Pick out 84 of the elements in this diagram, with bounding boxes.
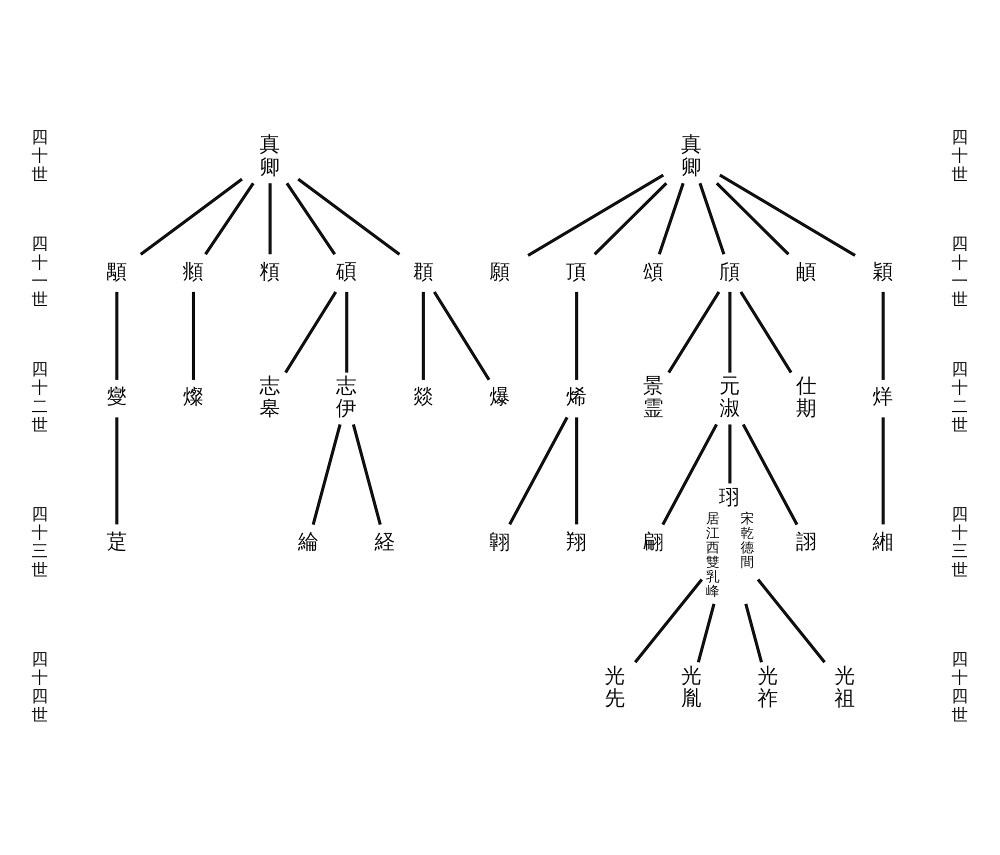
connector	[192, 292, 196, 380]
node-label: 宋乾德間	[740, 512, 754, 571]
node-text: 光先	[604, 663, 626, 710]
connector	[115, 417, 118, 524]
connector	[268, 183, 272, 254]
node-text: 穎	[872, 259, 894, 284]
connector	[698, 182, 726, 255]
connector	[352, 424, 382, 526]
label: 四十二世	[32, 359, 49, 434]
connector	[204, 182, 255, 256]
connector	[756, 578, 826, 664]
connector	[742, 424, 798, 526]
node-text: 頪	[260, 259, 281, 284]
connector	[140, 178, 243, 256]
node-text: 元淑	[719, 373, 740, 420]
node-text: 頎	[719, 259, 740, 284]
connector	[882, 292, 885, 380]
connector	[661, 424, 718, 526]
node-text: 真卿	[260, 132, 281, 179]
node-text: 爆	[490, 384, 510, 409]
connector	[634, 578, 703, 664]
node-text: 碩	[336, 259, 358, 284]
node-text: 真卿	[681, 132, 702, 179]
connector	[716, 182, 790, 256]
node-text: 光胤	[681, 663, 702, 710]
node-label: 居江西雙乳峰	[706, 512, 720, 600]
node-text: 莡	[106, 530, 128, 554]
node-text: 詡	[796, 530, 818, 554]
label: 四十三世	[32, 504, 49, 580]
node-text: 頌	[642, 259, 664, 284]
label: 四十世	[951, 128, 968, 184]
node-text: 珝	[719, 485, 740, 510]
node-text: 光祚	[758, 663, 779, 710]
connector	[667, 291, 720, 374]
node-text: 燦	[182, 384, 204, 409]
node-text: 緗	[872, 530, 894, 554]
node-text: 綸	[298, 530, 319, 554]
connector	[345, 292, 348, 373]
connector	[696, 604, 716, 663]
connector	[433, 291, 490, 381]
connector	[527, 174, 664, 257]
connector	[575, 417, 578, 524]
node-text: 頂	[566, 259, 588, 284]
label: 四十一世	[951, 234, 968, 310]
node-text: 景霊	[642, 373, 664, 420]
node-text: 燚	[412, 384, 434, 409]
node-text: 頵	[412, 259, 434, 284]
node-text: 経	[374, 530, 396, 554]
node-text: 翩	[642, 530, 664, 554]
label: 四十四世	[32, 649, 49, 724]
node-text: 烯	[566, 384, 588, 409]
connector	[728, 424, 732, 484]
connector	[422, 292, 425, 380]
connector	[284, 291, 338, 374]
node-text: 志皋	[260, 373, 281, 420]
connector	[658, 182, 685, 255]
connector	[575, 292, 578, 380]
node-text: 志伊	[336, 373, 358, 420]
connector	[719, 174, 856, 257]
node-text: 翔	[566, 530, 588, 554]
label: 四十三世	[951, 504, 968, 580]
connector	[115, 292, 118, 380]
node-text: 燮	[106, 384, 128, 409]
node-text: 願	[490, 259, 510, 284]
connector	[297, 178, 400, 256]
label: 四十世	[32, 128, 49, 184]
connector	[312, 424, 342, 526]
connector	[508, 416, 568, 526]
label: 四十二世	[951, 359, 968, 434]
node-text: 頫	[182, 259, 204, 284]
node-text: 顒	[106, 259, 128, 284]
node-text: 烊	[872, 384, 894, 409]
label: 四十四世	[951, 649, 968, 724]
connector	[594, 182, 668, 256]
connector	[882, 417, 885, 524]
connector	[744, 604, 763, 663]
label: 四十一世	[32, 234, 49, 310]
connector	[740, 291, 792, 374]
node-text: 頔	[796, 259, 818, 284]
node-text: 光祖	[834, 663, 856, 710]
connector	[286, 182, 336, 256]
connector	[728, 292, 732, 373]
node-text: 仕期	[796, 373, 818, 420]
node-text: 翶	[490, 530, 510, 554]
